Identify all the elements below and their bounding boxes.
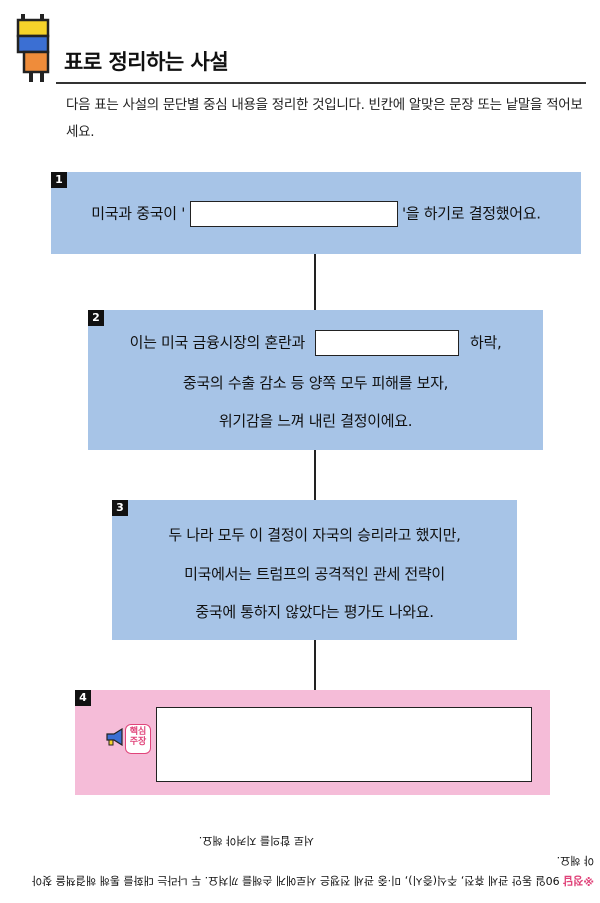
- badge-line-1: 핵심: [129, 727, 147, 737]
- answer-blank-1[interactable]: [189, 201, 398, 227]
- step-2-line-2: 중국의 수출 감소 등 양쪽 모두 피해를 보자,: [182, 374, 449, 392]
- step-number-1: 1: [51, 172, 67, 188]
- answer-key-label: ※정답: [563, 874, 594, 887]
- step-number-3: 3: [112, 500, 128, 516]
- step-1-text: 미국과 중국이 ' '을 하기로 결정했어요.: [51, 201, 581, 227]
- badge-line-2: 주장: [129, 737, 147, 747]
- step-number-4: 4: [75, 690, 91, 706]
- stacked-blocks-icon: [16, 14, 50, 82]
- step-3-line-1: 두 나라 모두 이 결정이 자국의 승리라고 했지만,: [168, 526, 461, 544]
- connector-line-3: [314, 640, 316, 690]
- page-title: 표로 정리하는 사설: [64, 50, 229, 74]
- megaphone-icon: [106, 728, 123, 746]
- key-point-badge: 핵심 주장: [125, 724, 151, 754]
- step-1-after: '을 하기로 결정했어요.: [401, 204, 541, 223]
- step-3-line-2: 미국에서는 트럼프의 공격적인 관세 전략이: [184, 565, 445, 583]
- step-box-2: 2 이는 미국 금융시장의 혼란과 하락, 중국의 수출 감소 등 양쪽 모두 …: [88, 310, 543, 450]
- step-box-1: 1 미국과 중국이 ' '을 하기로 결정했어요.: [51, 172, 581, 254]
- connector-line-1: [314, 254, 316, 310]
- answer-key-line-1: ※정답 90일 동안 관세 휴전, 주식(증시), 미·중 관세 전쟁은 서로에…: [24, 850, 594, 890]
- step-1-before: 미국과 중국이 ': [91, 204, 186, 223]
- step-box-4: 4 핵심 주장: [75, 690, 550, 795]
- title-divider: [56, 82, 586, 84]
- step-2-line-1-after: 하락,: [469, 333, 502, 352]
- answer-blank-2[interactable]: [315, 330, 460, 356]
- answer-box-4[interactable]: [156, 707, 532, 782]
- answer-key-text-1: 90일 동안 관세 휴전, 주식(증시), 미·중 관세 전쟁은 서로에게 손해…: [31, 854, 594, 887]
- answer-key: ※정답 90일 동안 관세 휴전, 주식(증시), 미·중 관세 전쟁은 서로에…: [24, 834, 594, 890]
- step-number-2: 2: [88, 310, 104, 326]
- step-2-line-3: 위기감을 느껴 내린 결정이에요.: [218, 412, 413, 430]
- answer-key-text-2: 서로 합의를 지켜야 해요.: [198, 834, 314, 847]
- step-3-line-3: 중국에 통하지 않았다는 평가도 나와요.: [195, 603, 434, 621]
- step-2-line-1: 이는 미국 금융시장의 혼란과 하락,: [88, 330, 543, 356]
- instructions: 다음 표는 사설의 문단별 중심 내용을 정리한 것입니다. 빈칸에 알맞은 문…: [66, 97, 583, 140]
- step-2-line-1-before: 이는 미국 금융시장의 혼란과: [129, 333, 306, 352]
- connector-line-2: [314, 450, 316, 500]
- step-box-3: 3 두 나라 모두 이 결정이 자국의 승리라고 했지만, 미국에서는 트럼프의…: [112, 500, 517, 640]
